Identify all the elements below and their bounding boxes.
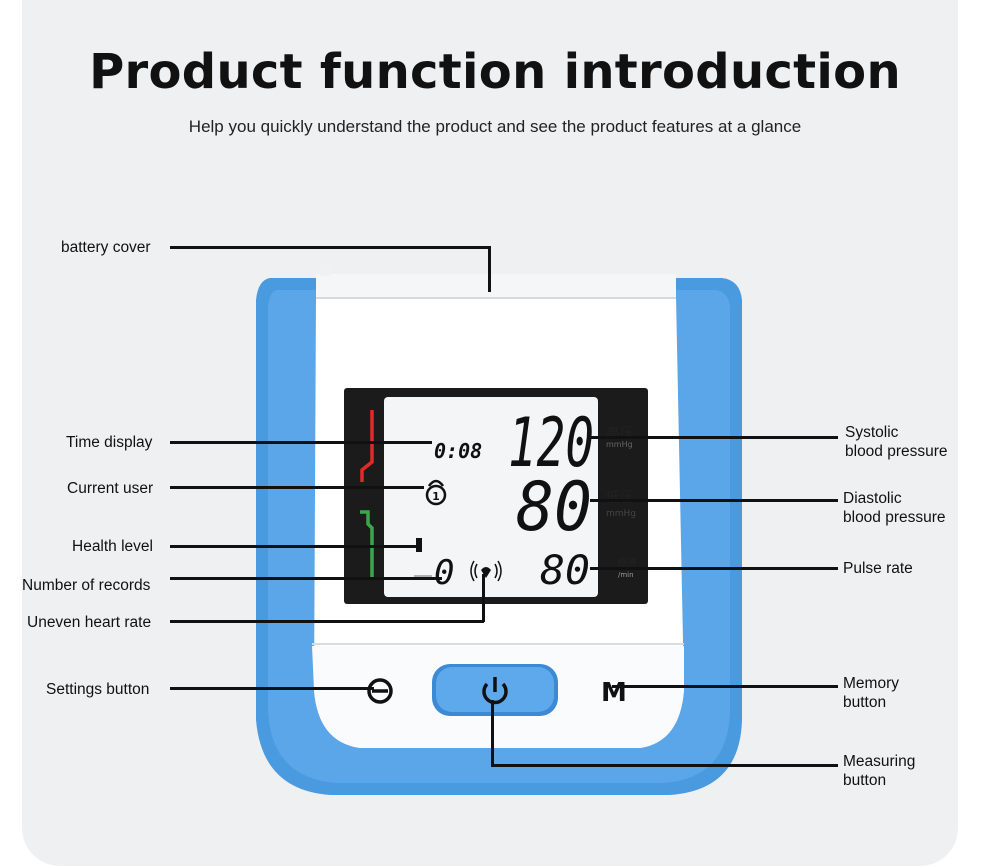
leader-measuring-h xyxy=(491,764,838,767)
label-memory-line1: Memory xyxy=(843,675,899,692)
leader-battery-h xyxy=(170,246,490,249)
label-measuring-line2: button xyxy=(843,772,887,789)
health-level-bar xyxy=(360,410,374,578)
user-icon xyxy=(425,479,447,506)
diastolic-readout: 80 xyxy=(516,468,592,547)
label-systolic-line2: blood pressure xyxy=(845,443,948,460)
pulse-readout: 80 xyxy=(540,548,590,594)
leader-uneven-v xyxy=(482,574,485,622)
label-current-user: Current user xyxy=(67,480,154,497)
leader-measuring-v xyxy=(491,700,494,766)
pulse-cn-label: 脉搏 xyxy=(617,556,637,569)
label-memory-line2: button xyxy=(843,694,887,711)
leader-uneven-h xyxy=(170,620,484,623)
label-pulse-rate: Pulse rate xyxy=(843,560,913,577)
label-diastolic-line2: blood pressure xyxy=(843,509,946,526)
diastolic-unit: mmHg xyxy=(606,509,636,519)
leader-systolic xyxy=(590,436,838,439)
label-battery-cover: battery cover xyxy=(61,239,151,256)
label-health-level: Health level xyxy=(72,538,153,555)
leader-settings xyxy=(170,687,374,690)
memory-icon[interactable]: M xyxy=(601,678,627,708)
label-measuring-line1: Measuring xyxy=(843,753,916,770)
settings-icon[interactable] xyxy=(367,678,393,704)
leader-time xyxy=(170,441,432,444)
page-subtitle: Help you quickly understand the product … xyxy=(188,117,802,136)
leader-records xyxy=(170,577,442,580)
health-level-marker xyxy=(416,538,422,552)
leader-pulse xyxy=(590,567,838,570)
leader-user xyxy=(170,486,424,489)
systolic-unit: mmHg xyxy=(606,440,633,449)
label-systolic-line1: Systolic xyxy=(845,424,899,441)
leader-battery-v xyxy=(488,246,491,292)
pulse-unit: /min xyxy=(618,571,634,579)
records-readout: 0 xyxy=(434,553,454,593)
label-time-display: Time display xyxy=(66,434,153,451)
diastolic-cn-label: 低压 xyxy=(606,490,634,506)
heart-signal-icon xyxy=(470,560,502,582)
lcd-screen xyxy=(384,397,598,597)
label-settings-button: Settings button xyxy=(46,681,150,698)
leader-memory xyxy=(612,685,838,688)
power-icon xyxy=(482,677,508,705)
label-memory-button: Memory button xyxy=(843,674,899,712)
label-uneven-heart-rate: Uneven heart rate xyxy=(27,614,152,631)
leader-diastolic xyxy=(590,499,838,502)
time-readout: 0:08 xyxy=(434,439,482,463)
label-measuring-button: Measuring button xyxy=(843,752,915,790)
label-diastolic-line1: Diastolic xyxy=(843,490,902,507)
battery-cover xyxy=(316,274,676,298)
leader-health xyxy=(170,545,418,548)
label-diastolic: Diastolic blood pressure xyxy=(843,489,946,527)
label-systolic: Systolic blood pressure xyxy=(845,423,948,461)
label-number-of-records: Number of records xyxy=(22,577,151,594)
page-title: Product function introduction xyxy=(89,44,901,100)
user-number: 1 xyxy=(432,490,440,503)
systolic-readout: 120 xyxy=(508,404,594,483)
